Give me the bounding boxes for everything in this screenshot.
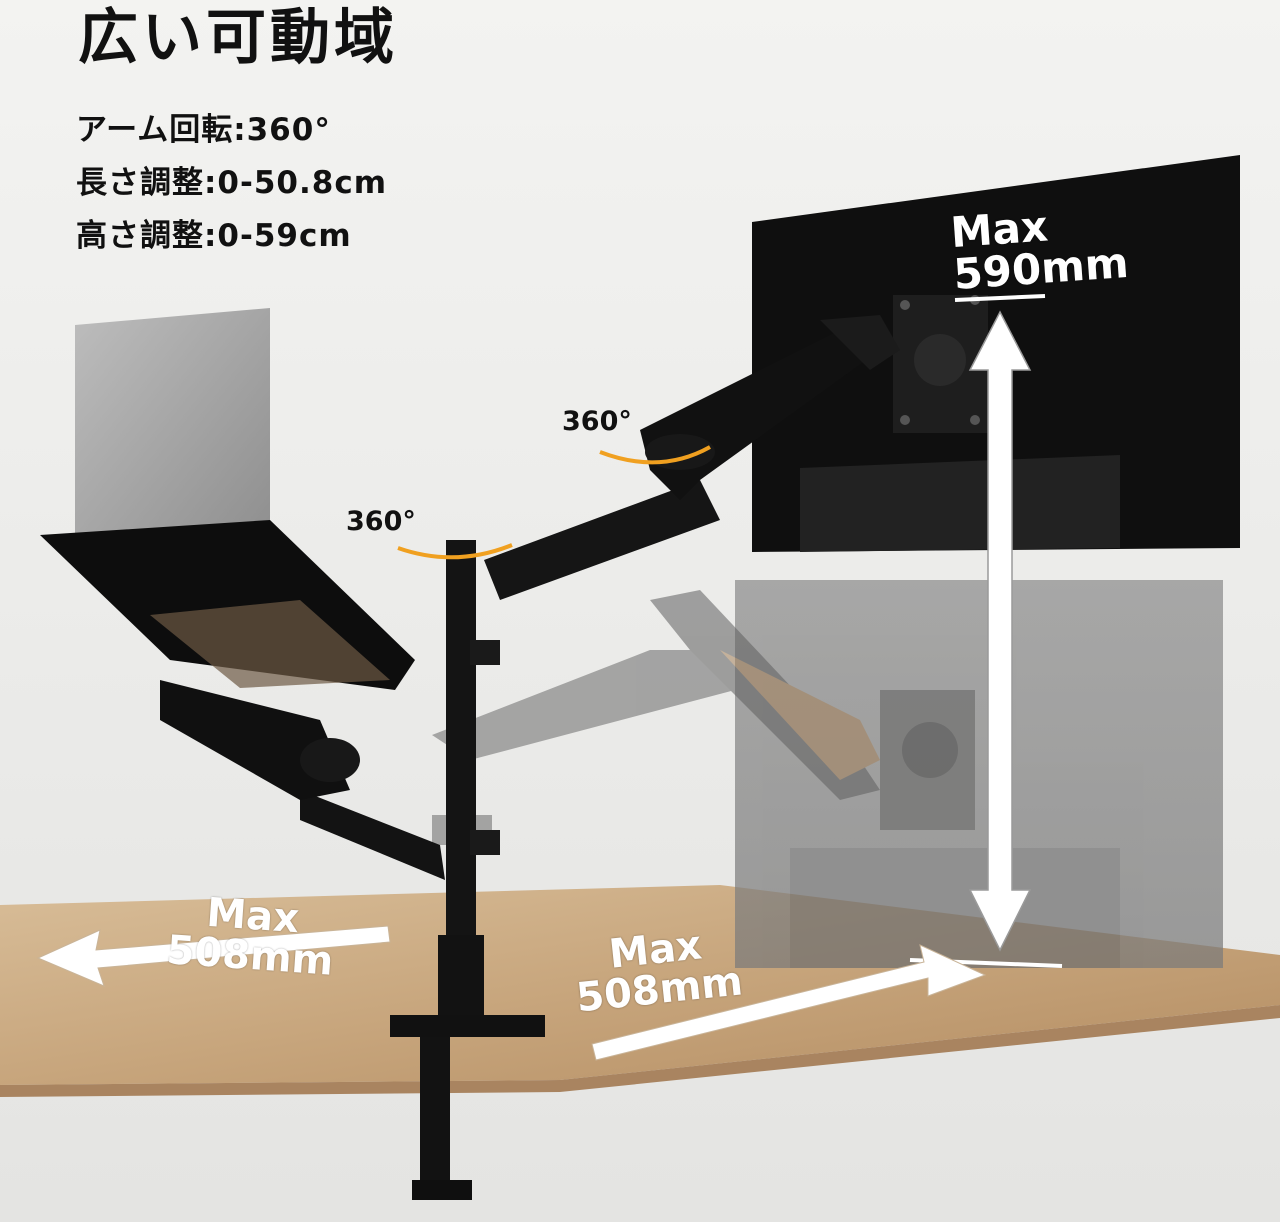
height-value-text: 590mm: [951, 237, 1131, 300]
monitor-arm: [484, 315, 900, 600]
left-reach-arrow: [36, 925, 391, 987]
laptop: [40, 308, 415, 690]
spec-height-adjust: 高さ調整:0-59cm: [76, 218, 352, 254]
desk-edge: [0, 1005, 1280, 1097]
rotation-arrow-upper: [599, 445, 711, 465]
laptop-arm: [160, 680, 445, 880]
headline: 広い可動域: [78, 3, 398, 73]
left-reach-value-text: 508mm: [165, 927, 335, 985]
rotation-label-lower: 360°: [346, 506, 416, 537]
pole: [390, 540, 545, 1200]
spec-length-adjust: 長さ調整:0-50.8cm: [76, 165, 387, 201]
height-top-marker: [954, 294, 1046, 302]
height-dimension-label: Max 590mm: [949, 200, 1131, 300]
rotation-label-upper: 360°: [562, 406, 632, 437]
spec-list: アーム回転:360° 長さ調整:0-50.8cm 高さ調整:0-59cm: [76, 104, 387, 263]
monitor: [752, 155, 1240, 552]
height-arrow: [968, 310, 1032, 952]
ghost-monitor: [735, 580, 1223, 968]
left-reach-label: Max 508mm: [165, 890, 337, 985]
right-reach-arrow: [591, 944, 987, 1061]
spec-arm-rotation: アーム回転:360°: [76, 112, 331, 148]
right-reach-label: Max 508mm: [570, 921, 745, 1021]
rotation-arrow-lower: [397, 543, 513, 560]
